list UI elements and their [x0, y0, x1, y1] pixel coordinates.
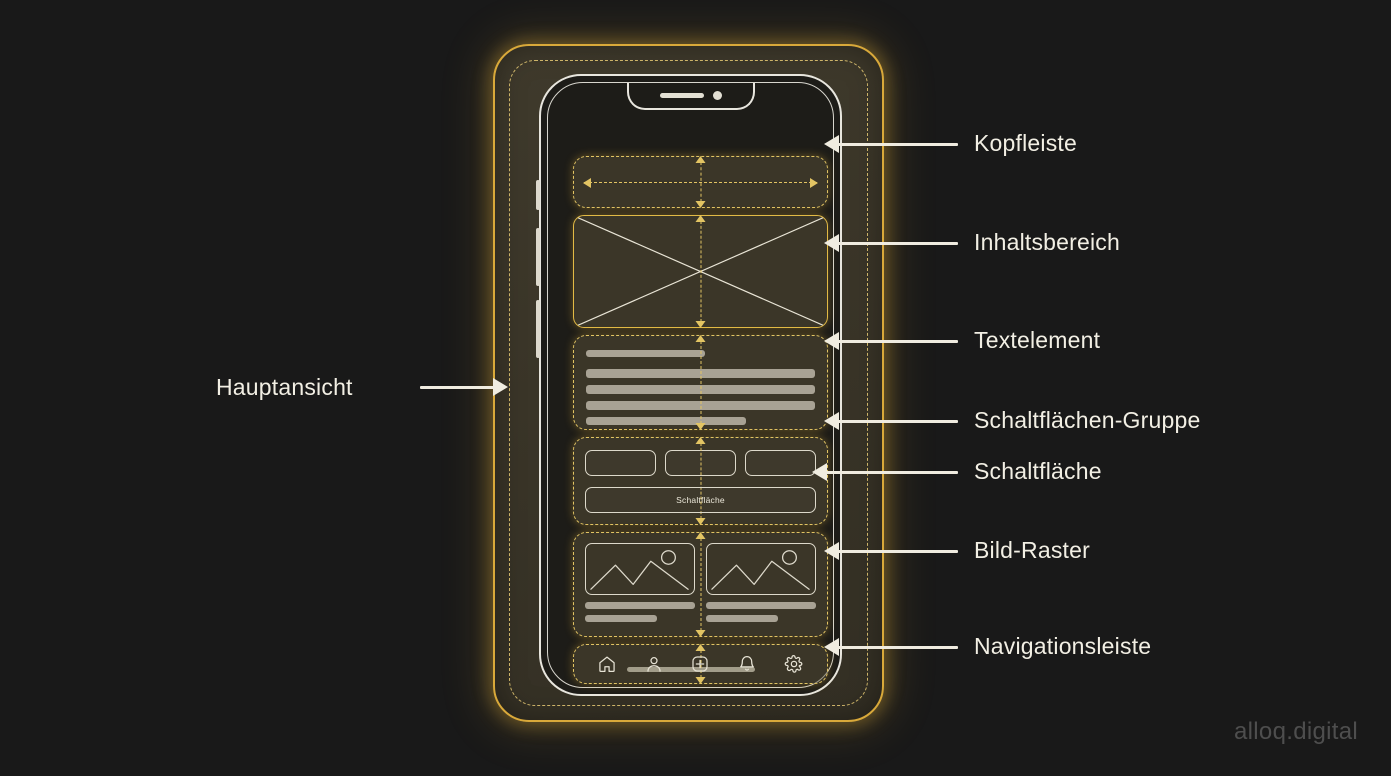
measure-arrow-right-icon — [810, 178, 818, 188]
label-navigationsleiste: Navigationsleiste — [974, 633, 1152, 659]
main-view-frame: Schaltfläche — [493, 44, 884, 722]
arrow-line-hauptansicht — [420, 386, 495, 389]
arrow-head-bild-raster-icon — [824, 542, 839, 560]
volume-up-button[interactable] — [536, 228, 540, 286]
speaker-slot-icon — [659, 93, 704, 98]
gear-icon[interactable] — [784, 654, 804, 674]
button-group-vertical-measure — [695, 437, 706, 525]
text-vertical-measure — [695, 335, 706, 430]
arrow-head-textelement-icon — [824, 332, 839, 350]
image-grid-vertical-measure — [695, 532, 706, 637]
arrow-line-schaltflaechen-gruppe — [838, 420, 958, 423]
nav-bar[interactable] — [573, 644, 828, 684]
arrow-line-kopfleiste — [838, 143, 958, 146]
content-vertical-measure — [695, 215, 706, 328]
volume-down-button[interactable] — [536, 300, 540, 358]
label-inhaltsbereich: Inhaltsbereich — [974, 229, 1120, 255]
plus-square-icon[interactable] — [690, 654, 710, 674]
arrow-line-schaltflaeche — [826, 471, 958, 474]
label-schaltflaechen-gruppe: Schaltflächen-Gruppe — [974, 407, 1201, 433]
arrow-head-kopfleiste-icon — [824, 135, 839, 153]
mountain-photo-icon — [706, 543, 816, 595]
phone-notch — [626, 83, 755, 110]
content-area[interactable] — [573, 215, 828, 328]
watermark: alloq.digital — [1234, 718, 1358, 745]
image-caption-line — [706, 602, 816, 609]
label-hauptansicht: Hauptansicht — [216, 374, 353, 400]
arrow-line-textelement — [838, 340, 958, 343]
mountain-photo-icon — [585, 543, 695, 595]
arrow-head-inhaltsbereich-icon — [824, 234, 839, 252]
image-card[interactable] — [585, 543, 695, 626]
text-element[interactable] — [573, 335, 828, 430]
person-icon[interactable] — [644, 654, 664, 674]
arrow-head-hauptansicht-icon — [493, 378, 508, 396]
bell-icon[interactable] — [737, 654, 757, 674]
arrow-line-inhaltsbereich — [838, 242, 958, 245]
mini-button[interactable] — [745, 450, 816, 476]
arrow-head-schaltflaeche-icon — [812, 463, 827, 481]
silent-switch[interactable] — [536, 180, 540, 210]
home-icon[interactable] — [597, 654, 617, 674]
image-caption-line — [585, 615, 657, 622]
mini-button[interactable] — [585, 450, 656, 476]
button-group[interactable]: Schaltfläche — [573, 437, 828, 525]
front-camera-dot-icon — [712, 91, 722, 100]
image-grid[interactable] — [573, 532, 828, 637]
measure-arrow-left-icon — [583, 178, 591, 188]
label-schaltflaeche: Schaltfläche — [974, 458, 1102, 484]
header-bar[interactable] — [573, 156, 828, 208]
label-kopfleiste: Kopfleiste — [974, 130, 1078, 156]
arrow-head-schaltflaechen-gruppe-icon — [824, 412, 839, 430]
text-line-title — [586, 350, 706, 357]
label-bild-raster: Bild-Raster — [974, 537, 1090, 563]
image-caption-line — [585, 602, 695, 609]
screen-content-stack: Schaltfläche — [573, 156, 828, 684]
home-indicator-bar — [626, 667, 755, 672]
header-horizontal-measure — [583, 178, 818, 188]
primary-button[interactable]: Schaltfläche — [585, 487, 816, 513]
primary-button-label: Schaltfläche — [676, 495, 725, 505]
label-textelement: Textelement — [974, 327, 1101, 353]
image-card[interactable] — [706, 543, 816, 626]
phone-body-inner-outline — [547, 82, 834, 688]
image-caption-line — [706, 615, 778, 622]
arrow-line-bild-raster — [838, 550, 958, 553]
arrow-head-navigationsleiste-icon — [824, 638, 839, 656]
arrow-line-navigationsleiste — [838, 646, 958, 649]
text-line-last — [586, 417, 747, 425]
